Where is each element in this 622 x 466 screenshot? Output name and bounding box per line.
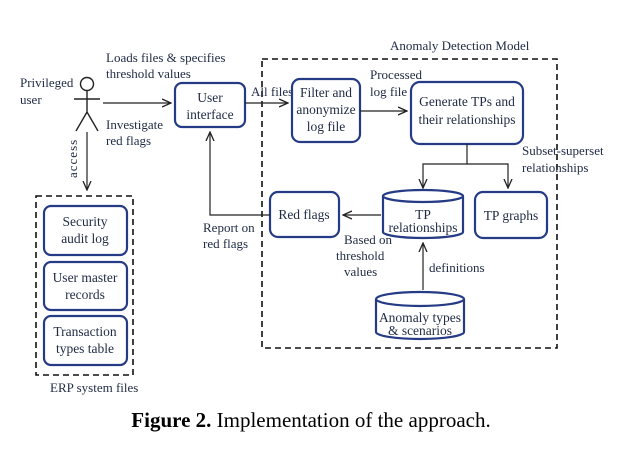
actor-body-icon <box>74 90 100 132</box>
user-interface-node <box>173 81 247 129</box>
anomaly-types-line1: Anomaly types <box>379 310 461 325</box>
edge-generate-to-tp-relationships <box>423 144 468 188</box>
edge-label-processed-1: Processed <box>370 67 422 82</box>
figure-caption: Figure 2. Implementation of the approach… <box>0 408 622 433</box>
edge-label-report-1: Report on <box>203 220 255 235</box>
edge-label-processed-2: log file <box>370 84 407 99</box>
filter-node-line1: Filter and <box>300 85 352 100</box>
anomaly-detection-title: Anomaly Detection Model <box>390 38 530 53</box>
caption-text: Implementation of the approach. <box>211 408 491 432</box>
user-master-records-node <box>42 260 129 312</box>
edge-label-loads-2: threshold values <box>106 66 191 81</box>
tp-graphs-label: TP graphs <box>484 208 539 223</box>
implementation-diagram: Anomaly Detection Model ERP system files… <box>20 38 604 395</box>
filter-node-line2: anonymize <box>296 102 355 117</box>
edge-generate-to-tp-graphs <box>467 163 508 188</box>
tp-relationships-database <box>381 188 465 240</box>
edge-label-based-3: values <box>344 264 377 279</box>
transaction-line1: Transaction <box>53 324 116 339</box>
edge-label-based-2: threshold <box>336 248 385 263</box>
tp-graphs-node <box>473 190 549 240</box>
generate-node-line2: their relationships <box>418 112 515 127</box>
tp-relationships-line1: TP <box>415 207 431 222</box>
filter-node-line3: log file <box>307 119 346 134</box>
red-flags-label: Red flags <box>278 207 329 222</box>
edge-label-based-1: Based on <box>344 232 393 247</box>
transaction-types-node <box>42 314 129 367</box>
anomaly-types-database <box>374 290 466 341</box>
security-line1: Security <box>63 214 108 229</box>
edge-label-subset-2: relationships <box>522 160 588 175</box>
edge-label-definitions: definitions <box>429 260 485 275</box>
actor-label-line1: Privileged <box>20 75 74 90</box>
user-interface-line2: interface <box>186 107 233 122</box>
edge-label-loads-1: Loads files & specifies <box>106 50 226 65</box>
edge-label-subset-1: Subset-superset <box>522 143 604 158</box>
usermaster-line1: User master <box>53 270 118 285</box>
anomaly-detection-frame <box>261 58 558 349</box>
transaction-line2: types table <box>56 341 114 356</box>
caption-label: Figure 2. <box>131 408 212 432</box>
edge-redflags-to-ui <box>210 132 270 216</box>
edge-label-access: access <box>65 139 80 178</box>
usermaster-line2: records <box>65 287 105 302</box>
erp-files-title: ERP system files <box>50 380 138 395</box>
security-audit-log-node <box>42 204 129 257</box>
actor-head-icon <box>79 76 95 92</box>
edge-label-all-files: All files <box>251 84 293 99</box>
privileged-user-actor <box>74 76 100 132</box>
edge-label-investigate-2: red flags <box>106 133 151 148</box>
erp-files-frame <box>35 195 134 376</box>
edge-label-investigate-1: Investigate <box>106 117 163 132</box>
anomaly-types-line2: & scenarios <box>388 323 452 338</box>
security-line2: audit log <box>61 231 109 246</box>
user-interface-line1: User <box>197 90 223 105</box>
generate-node-line1: Generate TPs and <box>419 94 515 109</box>
edge-label-report-2: red flags <box>203 236 248 251</box>
actor-label-line2: user <box>20 92 42 107</box>
tp-relationships-line2: relationships <box>389 220 458 235</box>
